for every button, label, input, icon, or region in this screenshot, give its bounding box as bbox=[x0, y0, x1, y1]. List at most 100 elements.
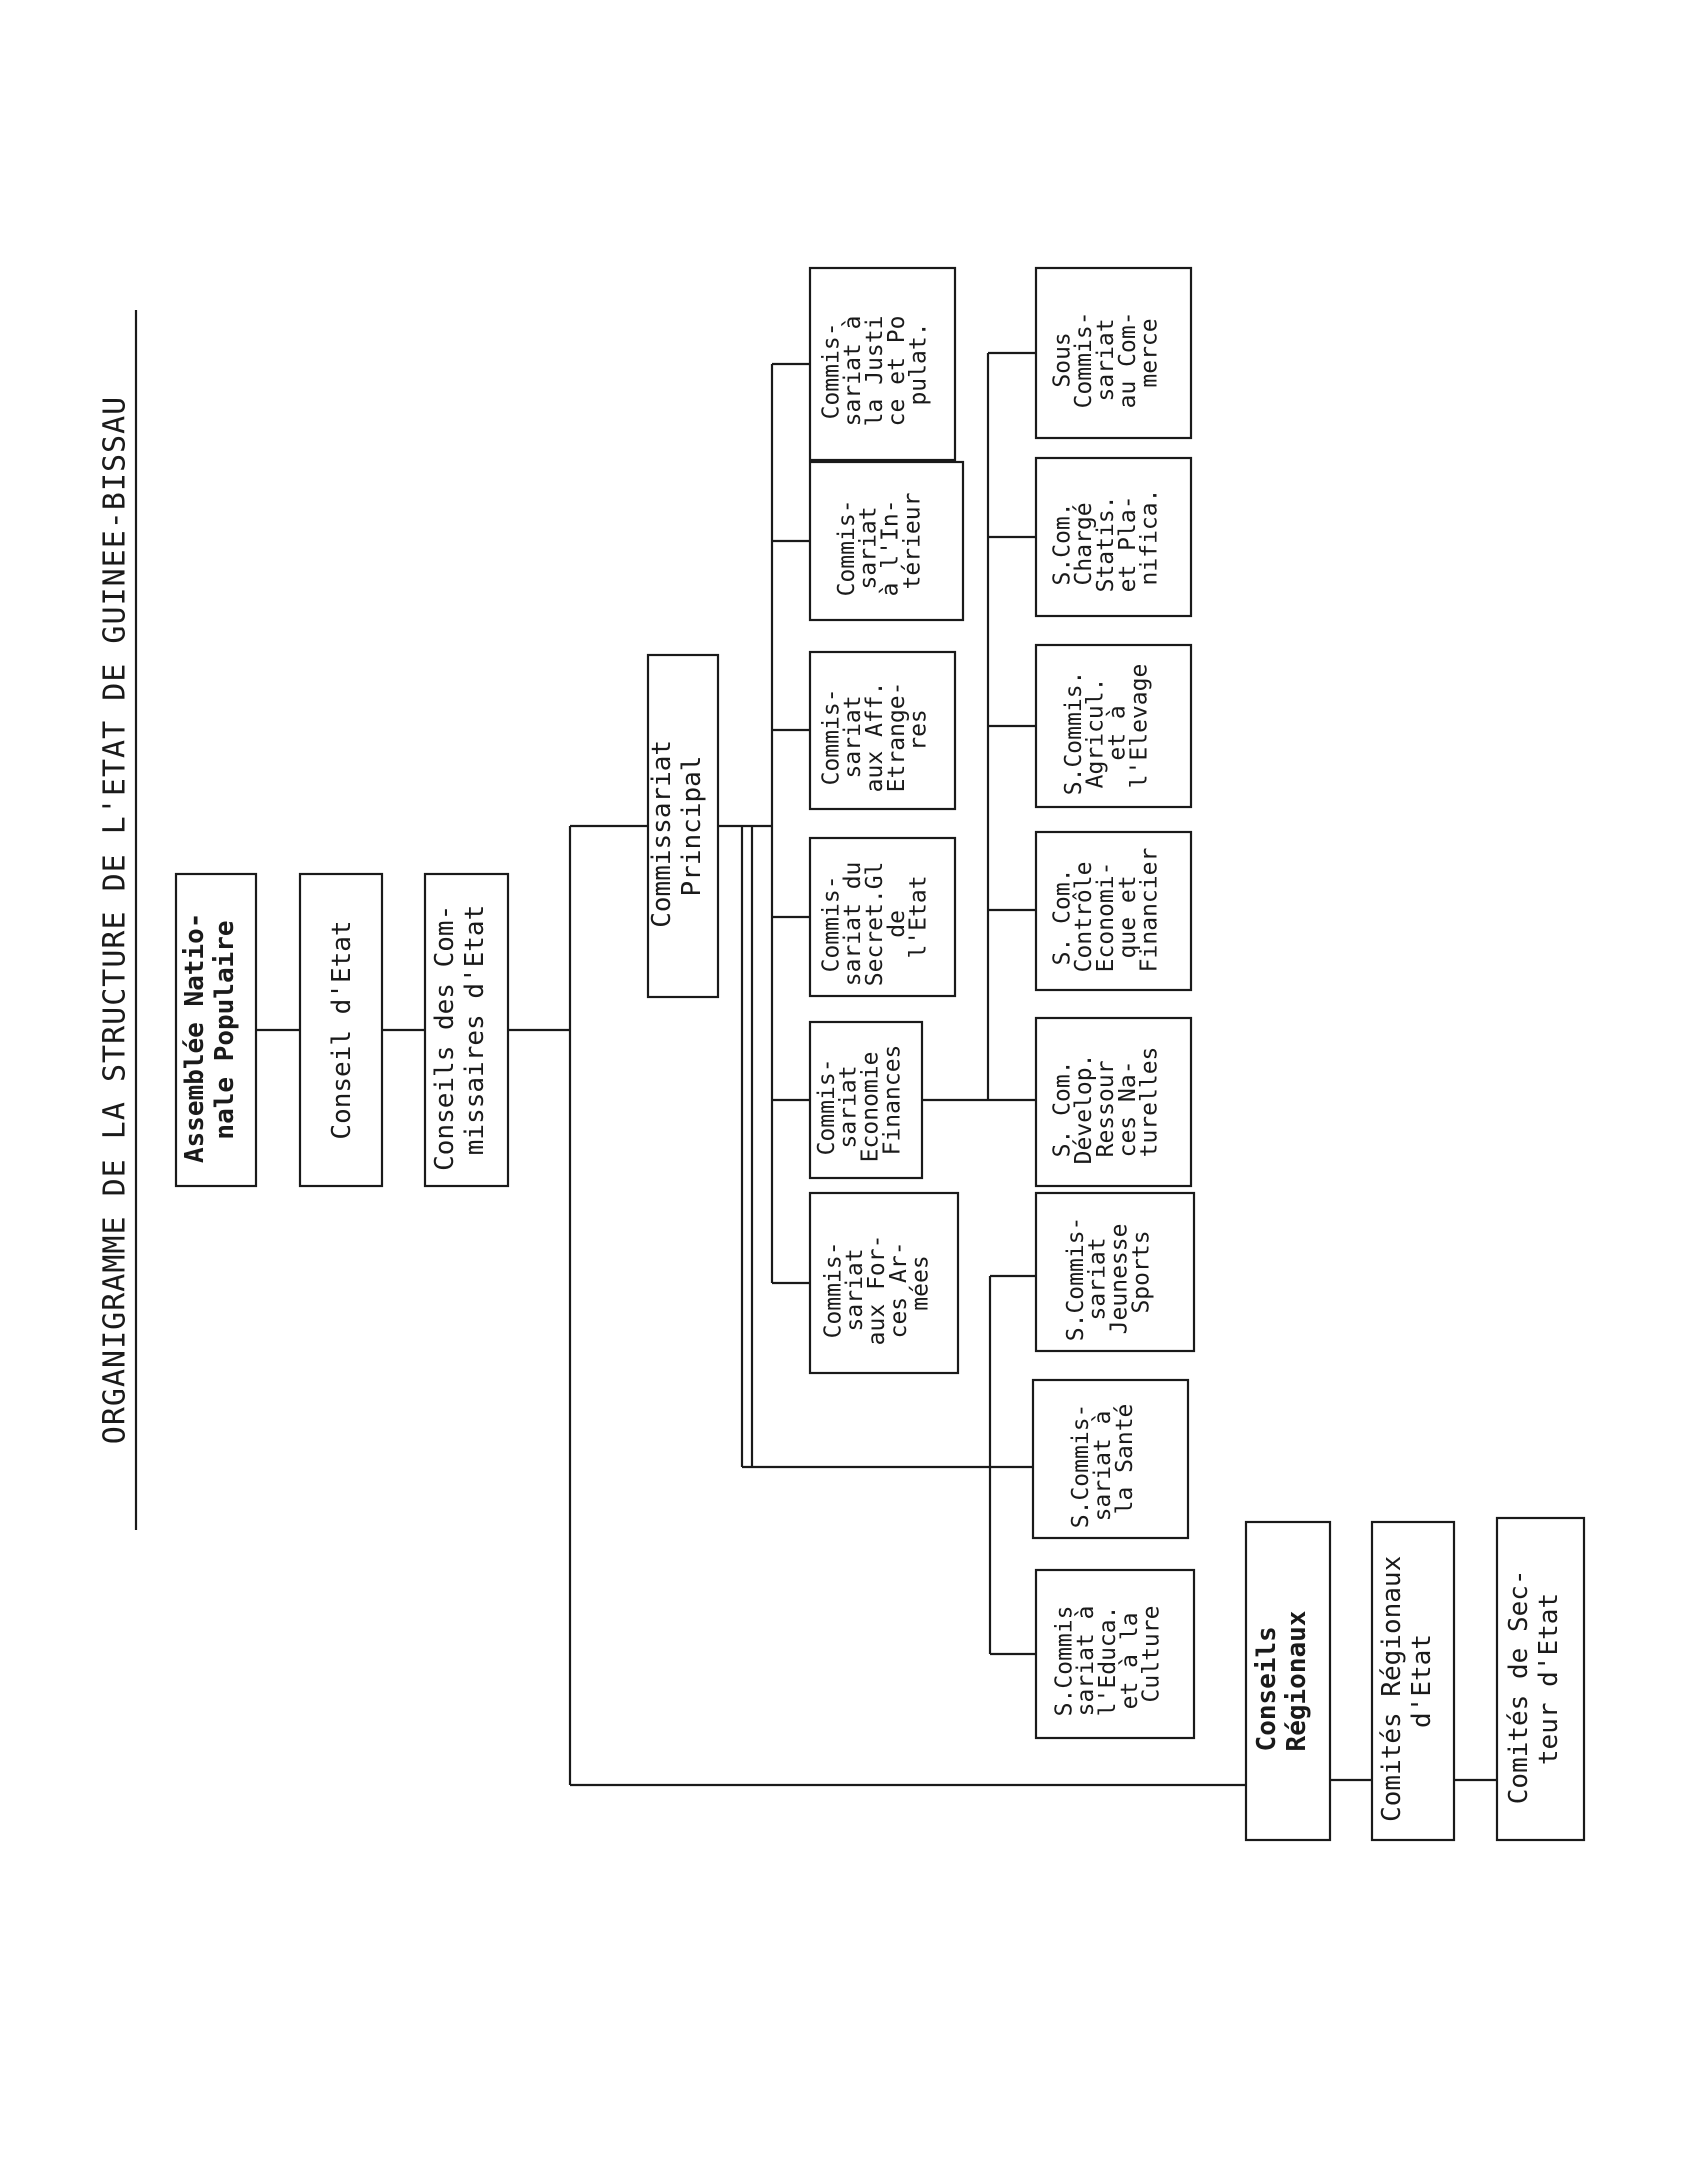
node-comites-regionaux-line-1: Comités Régionaux bbox=[1377, 1556, 1407, 1822]
node-aff-etrangeres-line-5: res bbox=[906, 709, 932, 751]
node-justice-line-2: sariat à bbox=[840, 316, 866, 427]
node-commerce: Sous Commis- sariat au Com- merce bbox=[1034, 266, 1193, 440]
node-comites-secteur-line-1: Comités de Sec- bbox=[1504, 1569, 1534, 1804]
node-ressources-naturelles-line-1: S. Com. bbox=[1049, 1060, 1075, 1157]
node-justice: Commis- sariat à la Justi ce et Po pulat… bbox=[808, 266, 957, 462]
node-interieur-line-1: Commis- bbox=[834, 499, 860, 596]
node-sante-line-3: la Santé bbox=[1112, 1404, 1138, 1515]
node-statis-planif-line-5: nifica. bbox=[1137, 489, 1163, 586]
node-education-culture-line-4: et à la bbox=[1117, 1612, 1143, 1709]
node-interieur-box bbox=[808, 460, 965, 622]
node-agricul-elevage-line-4: l'Elevage bbox=[1126, 664, 1152, 789]
node-comites-secteur-box bbox=[1495, 1516, 1586, 1842]
node-jeunesse-sports-box bbox=[1034, 1191, 1196, 1353]
node-comites-regionaux-line-2: d'Etat bbox=[1407, 1634, 1437, 1728]
node-forces-armees-box bbox=[808, 1191, 960, 1375]
node-conseils-regionaux-box bbox=[1244, 1520, 1332, 1842]
node-economie: Commis- sariat Economie Finances bbox=[808, 1020, 924, 1180]
node-education-culture-box bbox=[1034, 1568, 1196, 1740]
node-conseils-commissaires-box bbox=[423, 872, 510, 1188]
node-controle-economique-line-5: Financier bbox=[1137, 848, 1163, 973]
node-forces-armees-line-2: sariat bbox=[842, 1248, 868, 1331]
node-commerce-line-3: sariat bbox=[1093, 318, 1119, 401]
node-sante-box bbox=[1031, 1378, 1190, 1540]
node-agricul-elevage-line-1: S.Commis. bbox=[1061, 671, 1087, 796]
node-secret-gl-line-2: sariat du bbox=[840, 862, 866, 987]
node-statis-planif-label: S.Com. Chargé Statis. et Pla- nifica. bbox=[1049, 482, 1162, 593]
node-jeunesse-sports-line-2: sariat bbox=[1085, 1237, 1111, 1320]
node-comites-regionaux-box bbox=[1370, 1520, 1456, 1842]
node-comites-regionaux-label: Comités Régionaux d'Etat bbox=[1377, 1540, 1437, 1822]
node-justice-line-3: la Justi bbox=[862, 316, 888, 427]
node-commerce-label: Sous Commis- sariat au Com- merce bbox=[1049, 298, 1162, 409]
node-aff-etrangeres-line-2: sariat bbox=[840, 695, 866, 778]
node-forces-armees-line-5: mées bbox=[908, 1255, 934, 1310]
node-aff-etrangeres-line-4: Etrange- bbox=[884, 682, 910, 793]
node-economie-box bbox=[808, 1020, 924, 1180]
node-controle-economique-box bbox=[1034, 830, 1193, 992]
node-secret-gl-label: Commis- sariat du Secret.Gl de l'Etat bbox=[818, 848, 931, 986]
node-commissariat-principal-line-2: Principal bbox=[677, 756, 707, 897]
node-justice-box bbox=[808, 266, 957, 462]
node-statis-planif-line-2: Chargé bbox=[1071, 502, 1097, 585]
node-assemblee-label: Assemblée Natio- nale Populaire bbox=[180, 897, 240, 1163]
node-agricul-elevage: S.Commis. Agricul. et à l'Elevage bbox=[1034, 643, 1193, 809]
node-jeunesse-sports: S.Commis- sariat Jeunesse Sports bbox=[1034, 1191, 1196, 1353]
node-education-culture-line-1: S.Commis bbox=[1051, 1606, 1077, 1717]
node-assemblee: Assemblée Natio- nale Populaire bbox=[174, 872, 258, 1188]
node-aff-etrangeres-line-3: aux Aff. bbox=[862, 682, 888, 793]
node-economie-label: Commis- sariat Economie Finances bbox=[814, 1038, 906, 1163]
node-sante-line-1: S.Commis- bbox=[1068, 1404, 1094, 1529]
node-secret-gl-line-5: l'Etat bbox=[906, 875, 932, 958]
node-secret-gl: Commis- sariat du Secret.Gl de l'Etat bbox=[808, 836, 957, 998]
node-secret-gl-line-1: Commis- bbox=[818, 875, 844, 972]
node-aff-etrangeres: Commis- sariat aux Aff. Etrange- res bbox=[808, 650, 957, 811]
node-commerce-line-1: Sous bbox=[1049, 332, 1075, 387]
node-commissariat-principal-label: Commissariat Principal bbox=[647, 724, 707, 928]
diagram-title: ORGANIGRAMME DE LA STRUCTURE DE L'ETAT D… bbox=[98, 396, 133, 1444]
node-statis-planif-line-1: S.Com. bbox=[1049, 502, 1075, 585]
node-controle-economique-line-2: Contrôle bbox=[1071, 862, 1097, 973]
node-justice-line-1: Commis- bbox=[818, 322, 844, 419]
node-education-culture-line-5: Culture bbox=[1139, 1606, 1165, 1703]
node-conseils-regionaux: Conseils Régionaux bbox=[1244, 1520, 1332, 1842]
node-commerce-line-5: merce bbox=[1137, 318, 1163, 387]
node-justice-line-5: pulat. bbox=[906, 322, 932, 405]
node-conseils-regionaux-label: Conseils Régionaux bbox=[1252, 1611, 1312, 1752]
node-forces-armees-label: Commis- sariat aux For- ces Ar- mées bbox=[820, 1221, 933, 1346]
node-economie-line-1: Commis- bbox=[814, 1058, 840, 1155]
node-conseils-commissaires: Conseils des Com- missaires d'Etat bbox=[423, 872, 510, 1188]
node-conseil-etat-label: Conseil d'Etat bbox=[327, 920, 357, 1139]
node-forces-armees-line-1: Commis- bbox=[820, 1241, 846, 1338]
node-ressources-naturelles-line-3: Ressour bbox=[1093, 1060, 1119, 1157]
node-statis-planif: S.Com. Chargé Statis. et Pla- nifica. bbox=[1034, 456, 1193, 618]
node-commerce-line-2: Commis- bbox=[1071, 311, 1097, 408]
node-secret-gl-line-3: Secret.Gl bbox=[862, 862, 888, 987]
node-conseils-commissaires-line-2: missaires d'Etat bbox=[460, 905, 490, 1155]
node-ressources-naturelles-box bbox=[1034, 1016, 1193, 1188]
node-agricul-elevage-label: S.Commis. Agricul. et à l'Elevage bbox=[1061, 657, 1153, 795]
node-conseil-etat-box bbox=[298, 872, 384, 1188]
node-aff-etrangeres-box bbox=[808, 650, 957, 811]
node-jeunesse-sports-line-3: Jeunesse bbox=[1107, 1224, 1133, 1335]
node-economie-line-3: Economie bbox=[858, 1052, 884, 1163]
node-comites-secteur-label: Comités de Sec- teur d'Etat bbox=[1504, 1554, 1564, 1804]
node-justice-line-4: ce et Po bbox=[884, 316, 910, 427]
node-conseils-commissaires-line-1: Conseils des Com- bbox=[430, 905, 460, 1171]
node-interieur-line-2: sariat bbox=[856, 506, 882, 589]
node-assemblee-line-1: Assemblée Natio- bbox=[180, 913, 210, 1163]
node-conseil-etat: Conseil d'Etat bbox=[298, 872, 384, 1188]
node-interieur-line-3: à l'In- bbox=[878, 499, 904, 596]
node-controle-economique-line-4: que et bbox=[1115, 875, 1141, 958]
node-conseils-commissaires-label: Conseils des Com- missaires d'Etat bbox=[430, 889, 490, 1171]
node-statis-planif-line-4: et Pla- bbox=[1115, 495, 1141, 592]
node-conseils-regionaux-line-2: Régionaux bbox=[1282, 1611, 1312, 1752]
node-sante-label: S.Commis- sariat à la Santé bbox=[1068, 1390, 1138, 1528]
node-jeunesse-sports-line-4: Sports bbox=[1128, 1230, 1154, 1313]
node-forces-armees-line-4: ces Ar- bbox=[886, 1241, 912, 1338]
node-economie-line-4: Finances bbox=[879, 1045, 905, 1156]
node-aff-etrangeres-label: Commis- sariat aux Aff. Etrange- res bbox=[818, 668, 931, 793]
node-ressources-naturelles: S. Com. Dévelop. Ressour ces Na- turelle… bbox=[1034, 1016, 1193, 1188]
node-controle-economique-line-3: Economi- bbox=[1093, 862, 1119, 973]
